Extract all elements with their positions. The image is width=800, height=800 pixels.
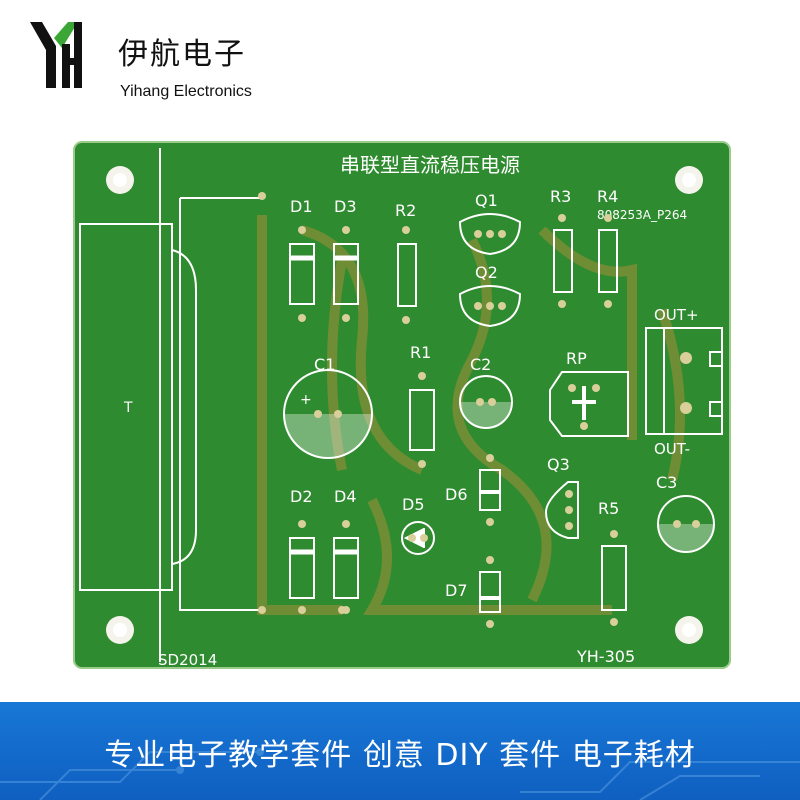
diode-d3-footprint <box>333 243 359 305</box>
promo-banner: 专业电子教学套件 创意 DIY 套件 电子耗材 <box>0 702 800 800</box>
board-title: 串联型直流稳压电源 <box>340 153 520 177</box>
transistor-q3-footprint <box>544 481 579 539</box>
left-code: SD2014 <box>158 651 217 669</box>
label-r3: R3 <box>550 187 571 206</box>
label-c2: C2 <box>470 355 491 374</box>
label-d5: D5 <box>402 495 425 514</box>
label-c3: C3 <box>656 473 677 492</box>
capacitor-c3-footprint <box>657 495 715 553</box>
label-d1: D1 <box>290 197 313 216</box>
diode-d7-footprint <box>479 571 501 613</box>
transformer-outline <box>79 148 262 662</box>
label-q3: Q3 <box>547 455 570 474</box>
resistor-r3-footprint <box>553 229 573 293</box>
brand-header: 伊航电子 Yihang Electronics <box>28 18 268 100</box>
brand-name-en: Yihang Electronics <box>120 83 252 100</box>
diode-d4-footprint <box>333 537 359 599</box>
label-q2: Q2 <box>475 263 498 282</box>
diode-d2-footprint <box>289 537 315 599</box>
output-terminal-footprint <box>645 327 723 435</box>
solder-pads <box>258 192 700 628</box>
transformer-label: T <box>123 400 133 416</box>
svg-text:+: + <box>300 392 312 408</box>
label-d2: D2 <box>290 487 313 506</box>
diode-d1-footprint <box>289 243 315 305</box>
yihang-logo-icon <box>30 22 82 88</box>
label-rp: RP <box>566 349 587 368</box>
right-code: YH-305 <box>576 647 635 666</box>
capacitor-c2-footprint <box>459 375 513 429</box>
part-code: 808253A_P264 <box>597 208 687 222</box>
label-d6: D6 <box>445 485 468 504</box>
mounting-holes <box>106 166 703 644</box>
diode-d6-footprint <box>479 469 501 511</box>
resistor-r1-footprint <box>409 389 435 451</box>
pcb-drawing: T 串联型直流稳压电源 808253A_P264 D1 D3 R2 Q1 R3 … <box>73 141 731 669</box>
transistor-q1-footprint <box>458 213 522 256</box>
banner-text: 专业电子教学套件 创意 DIY 套件 电子耗材 <box>104 738 696 773</box>
label-r5: R5 <box>598 499 619 518</box>
label-out-pos: OUT+ <box>654 306 699 324</box>
label-q1: Q1 <box>475 191 498 210</box>
label-d3: D3 <box>334 197 357 216</box>
label-out-neg: OUT- <box>654 440 690 458</box>
resistor-r4-footprint <box>598 229 618 293</box>
label-r2: R2 <box>395 201 416 220</box>
label-r1: R1 <box>410 343 431 362</box>
circuit-pattern-icon <box>0 748 800 800</box>
brand-name-cn: 伊航电子 <box>118 37 246 72</box>
pcb-board: T 串联型直流稳压电源 808253A_P264 D1 D3 R2 Q1 R3 … <box>72 140 732 670</box>
potentiometer-rp-footprint <box>549 371 629 437</box>
capacitor-c1-footprint: + <box>283 369 373 459</box>
resistor-r5-footprint <box>601 545 627 611</box>
transistor-q2-footprint <box>458 285 522 328</box>
label-d7: D7 <box>445 581 468 600</box>
resistor-r2-footprint <box>397 243 417 307</box>
label-d4: D4 <box>334 487 357 506</box>
label-r4: R4 <box>597 187 618 206</box>
